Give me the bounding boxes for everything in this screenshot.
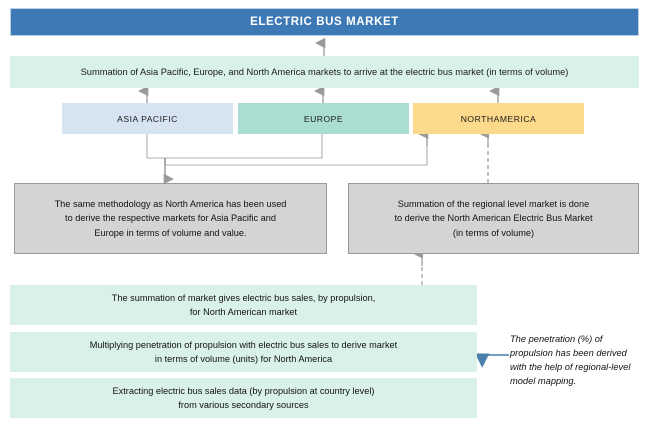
step-2-text: Multiplying penetration of propulsion wi…: [90, 338, 397, 367]
methodology-line-1: The same methodology as North America ha…: [54, 199, 287, 210]
methodology-na-line-2: to derive the North American Electric Bu…: [394, 213, 593, 224]
step-row-extracting-sales-data: Extracting electric bus sales data (by p…: [10, 378, 477, 418]
side-note-penetration: The penetration (%) of propulsion has be…: [510, 334, 631, 387]
methodology-text-asia-europe: The same methodology as North America ha…: [55, 197, 287, 240]
step-row-summation-of-market: The summation of market gives electric b…: [10, 285, 477, 325]
step-1-line-1: The summation of market gives electric b…: [111, 292, 376, 303]
step-2-line-1: Multiplying penetration of propulsion wi…: [89, 339, 398, 350]
methodology-na-line-1: Summation of the regional level market i…: [397, 199, 590, 210]
connector-asia-europe-to-left-box: [146, 134, 323, 185]
region-label-asia-pacific: ASIA PACIFIC: [117, 113, 178, 124]
methodology-box-asia-europe: The same methodology as North America ha…: [14, 183, 327, 254]
step-row-multiplying-penetration: Multiplying penetration of propulsion wi…: [10, 332, 477, 372]
region-label-europe: EUROPE: [303, 113, 344, 124]
region-label-north-america: NORTHAMERICA: [460, 113, 537, 124]
summation-banner: Summation of Asia Pacific, Europe, and N…: [10, 56, 639, 88]
methodology-line-2: to derive the respective markets for Asi…: [65, 213, 276, 224]
step-3-line-2: from various secondary sources: [178, 400, 309, 410]
methodology-na-line-3: (in terms of volume): [452, 227, 535, 238]
step-3-text: Extracting electric bus sales data (by p…: [113, 384, 375, 413]
page-title: ELECTRIC BUS MARKET: [10, 8, 639, 36]
connector-left-box-to-northamerica: [165, 128, 429, 166]
region-box-asia-pacific[interactable]: ASIA PACIFIC: [62, 103, 233, 134]
methodology-line-3: Europe in terms of volume and value.: [94, 227, 247, 238]
region-box-north-america[interactable]: NORTHAMERICA: [413, 103, 584, 134]
region-box-europe[interactable]: EUROPE: [238, 103, 409, 134]
step-1-text: The summation of market gives electric b…: [112, 291, 376, 320]
methodology-text-north-america: Summation of the regional level market i…: [394, 197, 592, 240]
step-3-line-1: Extracting electric bus sales data (by p…: [112, 385, 375, 396]
step-2-line-2: in terms of volume (units) for North Ame…: [154, 354, 333, 364]
step-1-line-2: for North American market: [189, 307, 298, 317]
methodology-box-north-america: Summation of the regional level market i…: [348, 183, 639, 254]
